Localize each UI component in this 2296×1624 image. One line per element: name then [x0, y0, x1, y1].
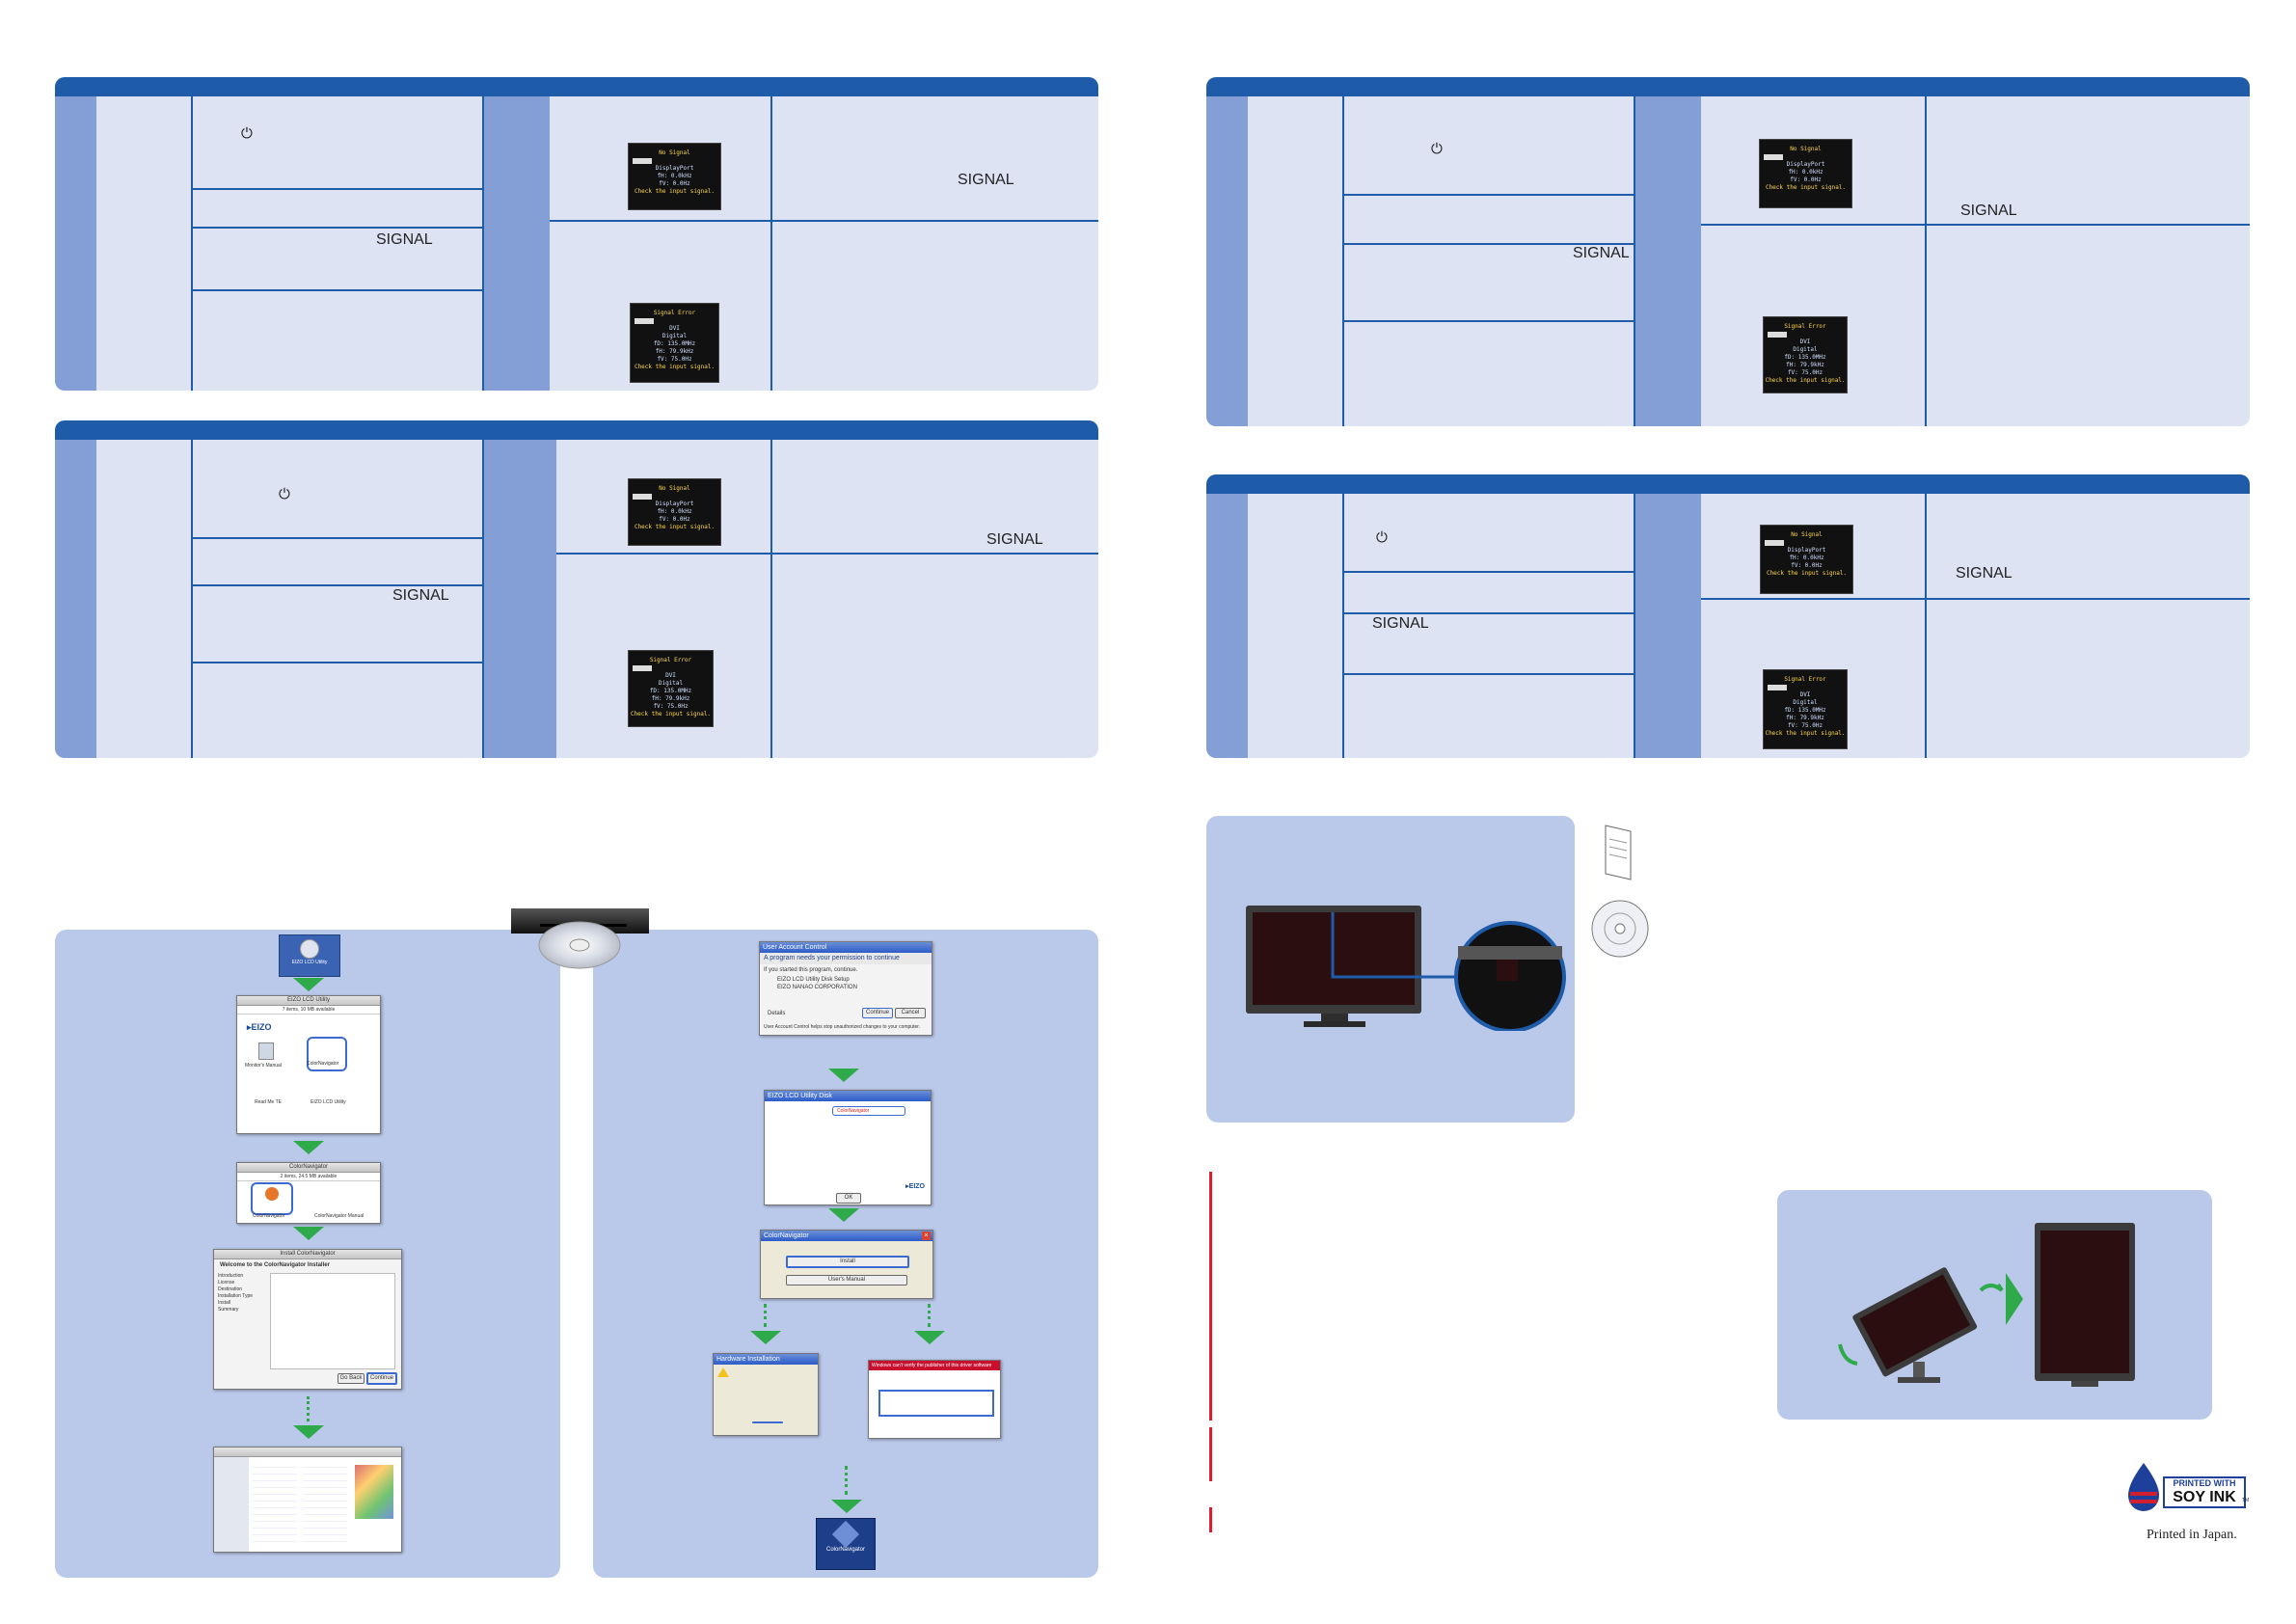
menu-item-colornavigator[interactable]: ColorNavigator	[832, 1106, 905, 1116]
monitor-rotation-illustration	[1836, 1219, 2145, 1393]
colornavigator-launcher: ColorNavigator × Install User's Manual	[760, 1230, 933, 1299]
mac-disk-icon[interactable]: EIZO LCD Utility	[279, 934, 340, 977]
users-manual-button[interactable]: User's Manual	[786, 1275, 907, 1286]
cd-rom-icon	[1590, 899, 1650, 959]
flow-dots	[307, 1396, 312, 1421]
uac-dialog: User Account Control A program needs you…	[759, 941, 932, 1036]
colornavigator-window: ColorNavigator 2 items, 24.5 MB availabl…	[236, 1162, 381, 1224]
driver-warning-dialog: Windows can't verify the publisher of th…	[868, 1360, 1001, 1439]
colornavigator-app-icon[interactable]	[251, 1182, 293, 1215]
close-icon[interactable]: ×	[922, 1232, 931, 1240]
signal-label: SIGNAL	[958, 172, 1014, 188]
rotation-panel	[1777, 1190, 2212, 1420]
go-back-button[interactable]: Go Back	[338, 1373, 365, 1384]
accent-bar	[1209, 1172, 1212, 1421]
flow-arrow	[293, 1425, 324, 1439]
power-icon: ⏻	[241, 125, 253, 142]
power-icon: ⏻	[1376, 529, 1388, 546]
signal-label: SIGNAL	[1956, 565, 2012, 582]
continue-button[interactable]: Continue	[862, 1008, 893, 1018]
colornavigator-desktop-icon[interactable]: ColorNavigator	[816, 1518, 876, 1570]
warning-icon	[717, 1367, 729, 1377]
flow-arrow	[293, 1141, 324, 1154]
continue-anyway-button[interactable]	[752, 1421, 783, 1423]
manual-sheet-icon	[1602, 822, 1636, 883]
flow-arrow	[914, 1331, 945, 1344]
flow-arrow	[831, 1500, 862, 1513]
flow-dots	[845, 1466, 851, 1495]
continue-button[interactable]: Continue	[366, 1372, 397, 1385]
manual-icon[interactable]	[258, 1042, 274, 1060]
eizo-logo-icon: ▸EIZO	[905, 1183, 925, 1190]
details-toggle[interactable]: Details	[768, 1011, 786, 1016]
flow-arrow	[828, 1208, 859, 1222]
cd-drive-illustration	[511, 908, 649, 974]
soy-ink-logo: PRINTED WITH SOY INK TM	[2124, 1459, 2250, 1513]
power-icon: ⏻	[279, 486, 290, 502]
utility-menu-window: EIZO LCD Utility Disk ColorNavigator OK …	[764, 1090, 932, 1205]
eizo-logo-icon: ▸EIZO	[247, 1022, 272, 1032]
table-header	[1206, 474, 2250, 494]
colornavigator-folder[interactable]	[307, 1037, 347, 1071]
signal-label: SIGNAL	[1372, 615, 1429, 632]
flow-arrow	[293, 978, 324, 991]
mac-installer-window: Install ColorNavigator Welcome to the Co…	[213, 1249, 402, 1390]
ok-button[interactable]: OK	[836, 1193, 861, 1204]
signal-label: SIGNAL	[392, 587, 449, 604]
flow-arrow	[828, 1069, 859, 1082]
printed-in-japan: Printed in Japan.	[2147, 1528, 2237, 1542]
accent-bar	[1209, 1427, 1212, 1481]
install-button[interactable]: Install	[786, 1256, 909, 1268]
flow-dots	[764, 1304, 770, 1327]
table-header	[1206, 77, 2250, 96]
hardware-warning-dialog: Hardware Installation	[713, 1353, 819, 1436]
signal-label: SIGNAL	[1960, 203, 2017, 219]
flow-arrow	[293, 1227, 324, 1240]
utility-window: EIZO LCD Utility 7 items, 10 MB availabl…	[236, 995, 381, 1134]
mac-finder-window	[213, 1447, 402, 1553]
monitor-illustration	[1244, 902, 1572, 1033]
flow-dots	[928, 1304, 933, 1327]
flow-arrow	[750, 1331, 781, 1344]
table-header	[55, 77, 1098, 96]
signal-label: SIGNAL	[376, 231, 433, 248]
cancel-button[interactable]: Cancel	[895, 1008, 926, 1018]
table-side-band	[55, 96, 96, 391]
power-icon: ⏻	[1431, 141, 1443, 157]
signal-label: SIGNAL	[986, 531, 1043, 548]
signal-label: SIGNAL	[1573, 245, 1630, 261]
table-header	[55, 420, 1098, 440]
accent-bar	[1209, 1507, 1212, 1532]
table-side-band	[482, 96, 550, 391]
